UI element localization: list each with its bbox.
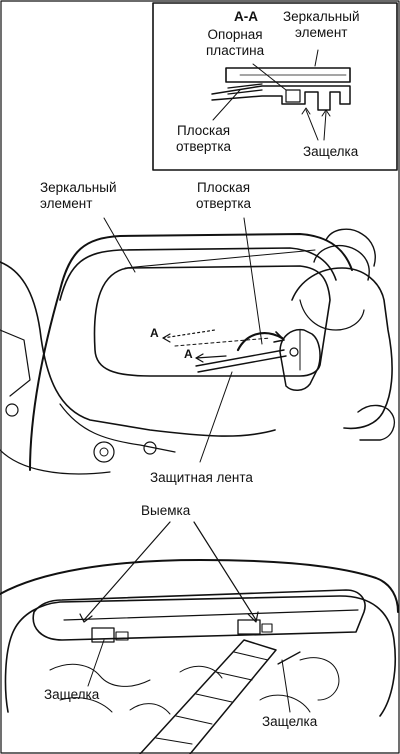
mirror-element-label: Зеркальный элемент bbox=[40, 180, 117, 211]
latch-left-label: Защелка bbox=[44, 687, 100, 702]
support-plate-label: Опорная пластина bbox=[206, 27, 265, 58]
latch-right-label: Защелка bbox=[262, 714, 318, 729]
flat-screwdriver-label: Плоская отвертка bbox=[196, 180, 252, 211]
section-title-aa: A-A bbox=[234, 9, 258, 24]
notch-label: Выемка bbox=[141, 503, 191, 518]
section-marker-lower: A bbox=[184, 347, 193, 361]
inset-latch-label: Защелка bbox=[303, 144, 359, 159]
protective-tape-label: Защитная лента bbox=[150, 470, 253, 485]
mirror-removal-view bbox=[0, 217, 396, 475]
inset-mirror-element-label: Зеркальный элемент bbox=[283, 9, 360, 40]
inset-flat-screwdriver-label: Плоская отвертка bbox=[176, 123, 232, 154]
section-marker-upper: A bbox=[150, 326, 159, 340]
inset-section-view bbox=[152, 2, 398, 171]
latch-bottom-view bbox=[0, 521, 399, 754]
inset-border bbox=[152, 2, 398, 171]
